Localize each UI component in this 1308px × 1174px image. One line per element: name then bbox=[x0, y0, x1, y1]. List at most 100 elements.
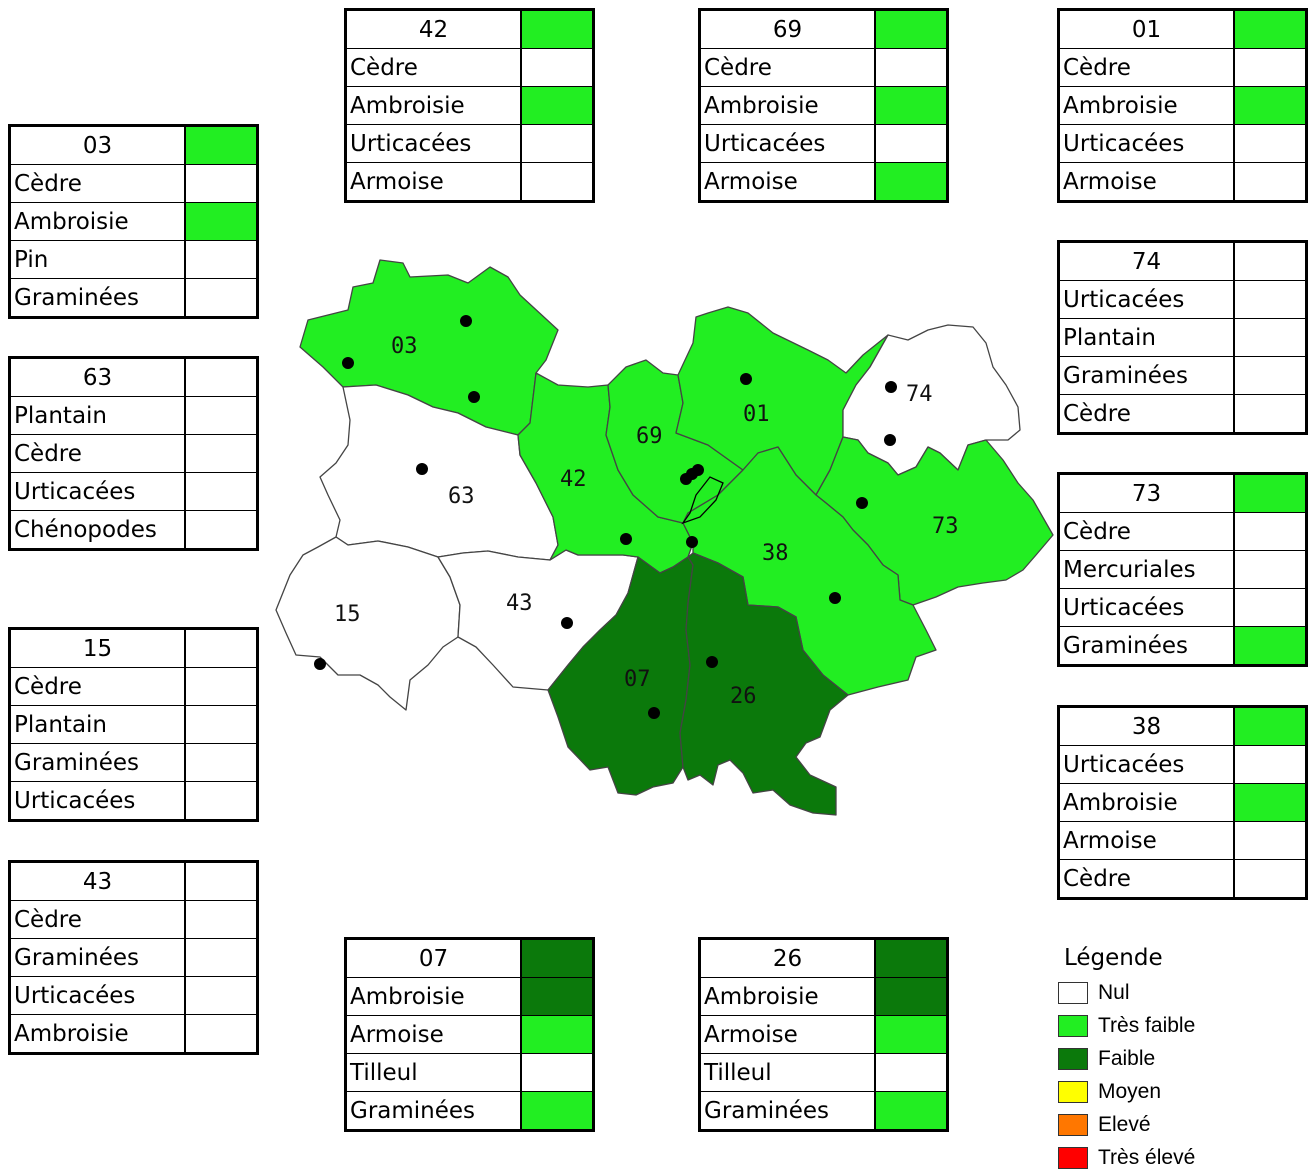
taxon-name: Cèdre bbox=[1058, 48, 1235, 87]
taxon-row: Urticacées bbox=[9, 976, 258, 1015]
taxon-level-swatch bbox=[520, 1091, 594, 1131]
taxon-row: Cèdre bbox=[345, 48, 594, 87]
dept-level-swatch bbox=[184, 861, 258, 901]
taxon-name: Armoise bbox=[345, 1015, 522, 1054]
taxon-name: Ambroisie bbox=[345, 977, 522, 1016]
taxon-row: Cèdre bbox=[1058, 394, 1307, 434]
city-dot bbox=[686, 536, 698, 548]
taxon-row: Armoise bbox=[1058, 821, 1307, 860]
taxon-name: Ambroisie bbox=[345, 86, 522, 125]
taxon-name: Cèdre bbox=[1058, 394, 1235, 434]
taxon-level-swatch bbox=[184, 667, 258, 706]
taxon-level-swatch bbox=[874, 48, 948, 87]
taxon-row: Cèdre bbox=[9, 900, 258, 939]
taxon-level-swatch bbox=[874, 162, 948, 202]
taxon-name: Cèdre bbox=[1058, 512, 1235, 551]
taxon-name: Tilleul bbox=[345, 1053, 522, 1092]
taxon-row: Urticacées bbox=[1058, 124, 1307, 163]
dept-code: 69 bbox=[699, 9, 876, 49]
city-dot bbox=[342, 357, 354, 369]
city-dot bbox=[648, 707, 660, 719]
taxon-row: Cèdre bbox=[699, 48, 948, 87]
taxon-name: Cèdre bbox=[9, 164, 186, 203]
legend-label: Nul bbox=[1098, 980, 1130, 1004]
dept-code: 15 bbox=[9, 628, 186, 668]
taxon-row: Graminées bbox=[1058, 356, 1307, 395]
taxon-level-swatch bbox=[184, 202, 258, 241]
dept-header-row: 38 bbox=[1058, 706, 1307, 746]
map-label-38: 38 bbox=[762, 541, 789, 566]
dept-level-swatch bbox=[184, 125, 258, 165]
taxon-name: Graminées bbox=[345, 1091, 522, 1131]
taxon-name: Plantain bbox=[9, 396, 186, 435]
taxon-row: Cèdre bbox=[9, 164, 258, 203]
map-label-69: 69 bbox=[636, 424, 663, 449]
taxon-name: Plantain bbox=[9, 705, 186, 744]
taxon-row: Plantain bbox=[9, 396, 258, 435]
map-label-43: 43 bbox=[506, 591, 533, 616]
taxon-name: Ambroisie bbox=[699, 977, 876, 1016]
taxon-row: Tilleul bbox=[699, 1053, 948, 1092]
dept-level-swatch bbox=[1233, 9, 1307, 49]
taxon-row: Armoise bbox=[345, 162, 594, 202]
taxon-name: Graminées bbox=[699, 1091, 876, 1131]
map-label-74: 74 bbox=[906, 382, 933, 407]
taxon-level-swatch bbox=[520, 162, 594, 202]
taxon-level-swatch bbox=[1233, 821, 1307, 860]
taxon-row: Graminées bbox=[345, 1091, 594, 1131]
taxon-row: Urticacées bbox=[1058, 280, 1307, 319]
taxon-level-swatch bbox=[520, 86, 594, 125]
map-label-63: 63 bbox=[448, 484, 475, 509]
taxon-row: Cèdre bbox=[9, 667, 258, 706]
map-label-01: 01 bbox=[743, 402, 770, 427]
city-dot bbox=[740, 373, 752, 385]
taxon-name: Cèdre bbox=[699, 48, 876, 87]
city-dot bbox=[885, 381, 897, 393]
taxon-level-swatch bbox=[184, 164, 258, 203]
taxon-row: Graminées bbox=[9, 743, 258, 782]
taxon-row: Urticacées bbox=[9, 472, 258, 511]
city-dot bbox=[829, 592, 841, 604]
taxon-row: Graminées bbox=[9, 278, 258, 318]
taxon-level-swatch bbox=[184, 472, 258, 511]
taxon-name: Cèdre bbox=[9, 434, 186, 473]
dept-header-row: 69 bbox=[699, 9, 948, 49]
dept-header-row: 26 bbox=[699, 938, 948, 978]
taxon-level-swatch bbox=[184, 781, 258, 821]
taxon-level-swatch bbox=[1233, 783, 1307, 822]
taxon-level-swatch bbox=[1233, 859, 1307, 899]
taxon-name: Ambroisie bbox=[9, 1014, 186, 1054]
taxon-name: Urticacées bbox=[9, 976, 186, 1015]
taxon-row: Armoise bbox=[1058, 162, 1307, 202]
taxon-name: Armoise bbox=[1058, 162, 1235, 202]
taxon-level-swatch bbox=[874, 86, 948, 125]
dept-code: 01 bbox=[1058, 9, 1235, 49]
lyon-metropole-outline bbox=[681, 476, 724, 525]
map-label-15: 15 bbox=[334, 602, 361, 627]
map-label-42: 42 bbox=[560, 467, 587, 492]
legend-item: Faible bbox=[1058, 1042, 1298, 1075]
taxon-name: Pin bbox=[9, 240, 186, 279]
legend-swatch bbox=[1058, 1014, 1088, 1037]
legend-item: Moyen bbox=[1058, 1075, 1298, 1108]
taxon-level-swatch bbox=[874, 1053, 948, 1092]
legend-swatch bbox=[1058, 1080, 1088, 1103]
taxon-row: Plantain bbox=[1058, 318, 1307, 357]
taxon-name: Urticacées bbox=[1058, 745, 1235, 784]
dept-code: 07 bbox=[345, 938, 522, 978]
taxon-name: Mercuriales bbox=[1058, 550, 1235, 589]
taxon-level-swatch bbox=[184, 1014, 258, 1054]
dept-header-row: 15 bbox=[9, 628, 258, 668]
legend-item: Nul bbox=[1058, 976, 1298, 1009]
taxon-row: Ambroisie bbox=[9, 202, 258, 241]
city-dot bbox=[620, 533, 632, 545]
city-dot bbox=[460, 315, 472, 327]
taxon-level-swatch bbox=[1233, 48, 1307, 87]
legend-item: Très élevé bbox=[1058, 1141, 1298, 1174]
dept-header-row: 73 bbox=[1058, 473, 1307, 513]
